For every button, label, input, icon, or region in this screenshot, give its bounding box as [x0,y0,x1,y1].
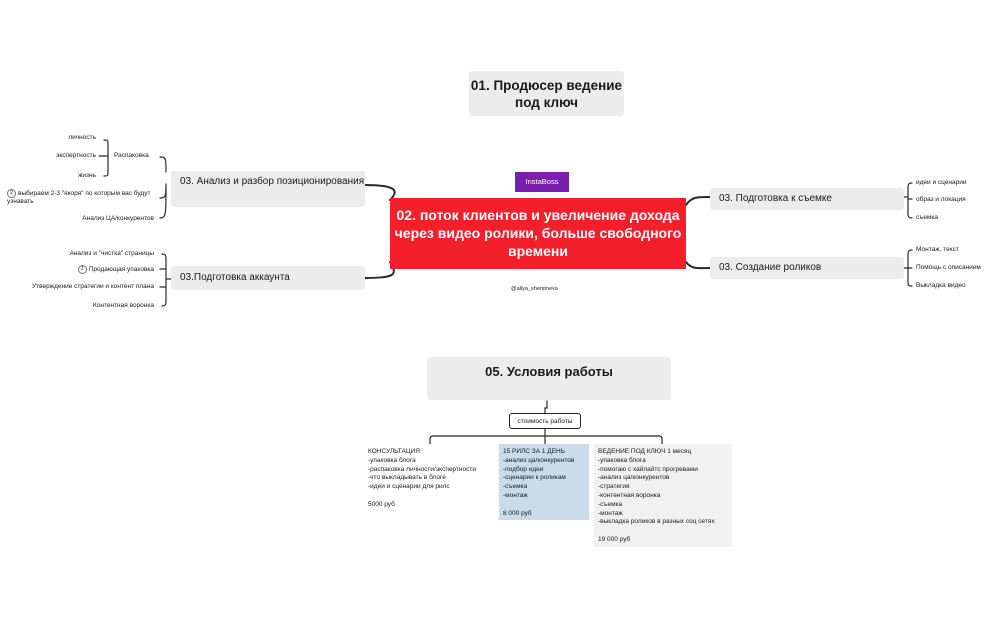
card-heading: КОНСУЛЬТАЦИЯ [368,448,420,455]
leaf-ideas-scripts: идеи и сценарии [916,179,967,186]
card-price: 19 000 руб [598,535,631,543]
card-price: 5000 руб [368,500,395,508]
card-line: -стратегия [598,483,630,491]
card-line: -съемка [598,500,623,508]
instaboss-badge: InstaBoss [515,172,569,192]
number-badge: 2 [7,189,16,198]
sub-unpacking: Распаковка [114,152,149,159]
leaf-analysis-ca: Анализ ЦА/конкурентов [82,215,154,222]
card-line: -сценарии к роликам [503,474,566,482]
conditions-title[interactable]: 05. Условия работы [427,357,671,400]
leaf-expertise: экспертность [56,152,96,159]
leaf-shooting: съемка [916,214,938,221]
card-heading: 15 РИЛС ЗА 1 ДЕНЬ [503,448,565,455]
card-consultation[interactable]: КОНСУЛЬТАЦИЯ -упаковка блога -распаковка… [364,444,494,513]
card-line: -распаковка личности/экспертности [368,465,476,473]
branch-analysis-positioning[interactable]: 03. Анализ и разбор позиционирования [171,171,365,207]
branch-shoot-prep[interactable]: 03. Подготовка к съемке [710,188,904,210]
card-price: 8 000 руб [503,509,532,517]
leaf-personality: личность [68,134,96,141]
card-turnkey-month[interactable]: ВЕДЕНИЕ ПОД КЛЮЧ 1 месяц -упаковка блога… [594,444,732,547]
card-line: -подбор идеи [503,465,544,473]
card-line: -идеи и сценарии для рилс [368,483,450,491]
leaf-page-clean: Анализ и "чистка" страницы [69,250,154,257]
card-heading: ВЕДЕНИЕ ПОД КЛЮЧ 1 месяц [598,448,692,455]
central-node[interactable]: 02. поток клиентов и увеличение дохода ч… [390,198,686,269]
card-15-reels[interactable]: 15 РИЛС ЗА 1 ДЕНЬ -анализ ца/конкурентов… [499,444,589,520]
leaf-content-funnel: Контентная воронка [92,302,154,309]
card-line: -что выкладывать в блоге [368,474,446,482]
leaf-strategy-approval: Утверждение стратегии и контент плана [32,283,154,290]
branch-account-prep[interactable]: 03.Подготовка аккаунта [171,266,365,290]
leaf-description-help: Помощь с описанием [916,264,981,271]
leaf-look-location: образ и локация [916,196,966,203]
card-line: -упаковка блога [368,456,416,464]
card-line: -выкладка роликов в разных соц сетях [598,518,715,526]
title-node[interactable]: 01. Продюсер ведение под ключ [469,71,624,116]
leaf-editing-text: Монтаж, текст [916,246,959,253]
leaf-video-posting: Выкладка видео [916,282,966,289]
card-line: -монтаж [598,509,623,517]
cost-label[interactable]: стоимость работы [509,413,581,429]
author-handle: @aliya_sherstneva [511,286,558,292]
leaf-life: жизнь [78,172,96,179]
card-line: -съемка [503,483,528,491]
card-line: -контентная воронка [598,491,661,499]
number-badge: 3 [77,265,87,274]
card-line: -анализ ца/конкурентов [598,474,670,482]
card-line: -анализ ца/конкурентов [503,456,575,464]
card-line: -помогаю с хайлайтс прогревами [598,465,698,473]
card-line: -упаковка блога [598,456,646,464]
branch-video-creation[interactable]: 03. Создание роликов [710,257,904,279]
card-line: -монтаж [503,491,528,499]
